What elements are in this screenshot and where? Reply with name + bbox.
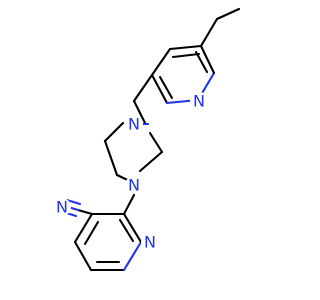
piperazine-bond-d: [138, 150, 164, 173]
piperazine-bond-a: [103, 121, 125, 143]
nitrile-c-bond: [76, 208, 94, 216]
ring1-bond-f-double: [194, 50, 209, 74]
ring1-bond-a: [168, 44, 203, 51]
n-ethylpyridine-label: N: [193, 92, 205, 111]
ring1-bond-b: [150, 47, 172, 77]
ring1-bond-a-double: [171, 52, 201, 59]
ethyl-ch3-bond: [215, 7, 241, 21]
piperazine-bond-e: [148, 131, 164, 154]
ch2-to-piperazine-bond: [132, 99, 147, 125]
molecule-diagram: N N N N N: [53, 7, 241, 272]
piperazine-to-ring2-bond: [122, 193, 136, 216]
n-nitrile-bg: [53, 198, 71, 216]
ring1-bond-c-double: [158, 75, 174, 100]
ring1-to-ch2-bond: [132, 73, 154, 103]
piperazine-bond-b: [103, 139, 119, 177]
ring2-bond-b-double: [83, 220, 100, 246]
ring1-bond-c: [150, 73, 169, 105]
n-piperazine-top-bg: [125, 115, 143, 133]
ethyl-ch2-bond: [199, 17, 219, 48]
ring2-bond-e: [122, 240, 143, 272]
ring2-bond-b: [73, 212, 94, 244]
nitrile-triple-bond-2: [65, 198, 82, 206]
structure-svg: N N N N N: [53, 7, 241, 272]
n-bottom-pyridine-bg: [141, 233, 159, 251]
ring2-bond-c: [73, 240, 93, 272]
n-piperazine-bottom-label: N: [128, 176, 140, 195]
n-nitrile-label: N: [56, 198, 68, 217]
ring2-bond-f: [122, 212, 143, 244]
ring1-bond-f: [199, 44, 216, 75]
n-bottom-pyridine-label: N: [144, 233, 156, 252]
n-ethylpyridine-bg: [190, 92, 208, 110]
n-piperazine-top-label: N: [128, 115, 140, 134]
ring2-bond-f-double: [118, 218, 135, 243]
n-piperazine-bottom-bg: [125, 176, 143, 194]
